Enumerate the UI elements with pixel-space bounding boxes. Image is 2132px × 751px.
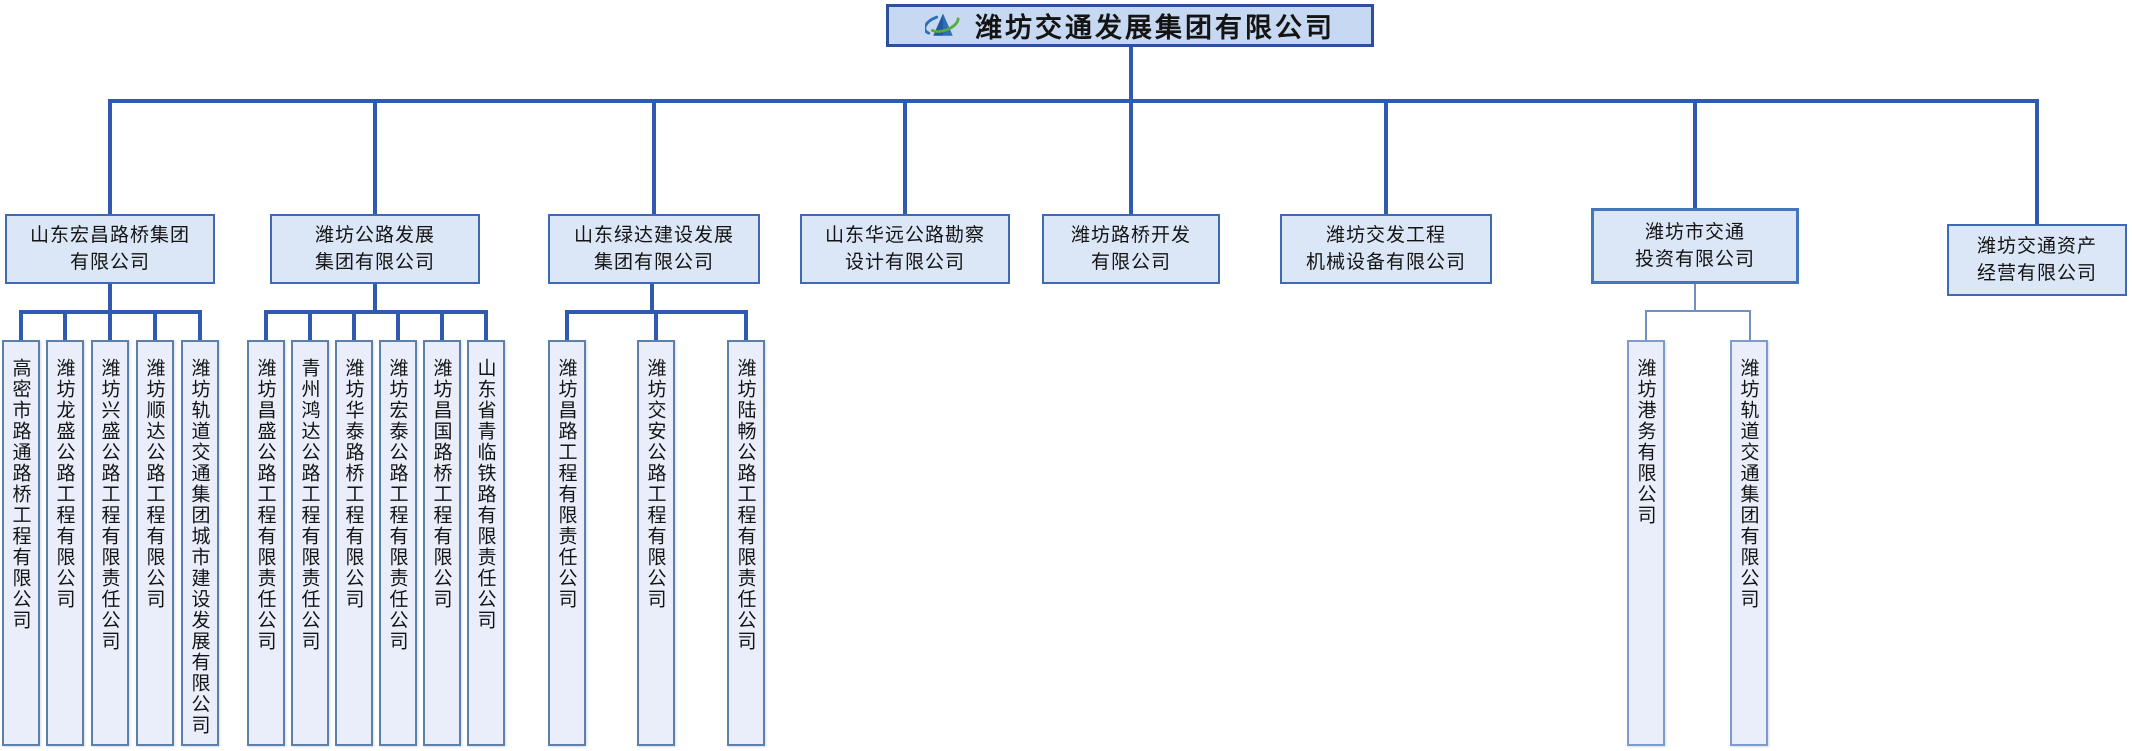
org-node-leaf: 潍坊轨道交通集团有限公司 (1730, 340, 1768, 746)
leaf-company-name: 潍坊昌国路桥工程有限公司 (430, 358, 453, 610)
org-node-leaf: 潍坊港务有限公司 (1627, 340, 1665, 746)
org-node-leaf: 潍坊轨道交通集团城市建设发展有限公司 (181, 340, 219, 746)
company-logo-icon (925, 13, 960, 36)
connector-group7-child (1749, 310, 1751, 340)
connector-group2-child (396, 310, 400, 340)
connector-group1-child (63, 310, 67, 340)
leaf-company-name: 潍坊兴盛公路工程有限责任公司 (98, 358, 121, 652)
org-node-leaf: 潍坊昌国路桥工程有限公司 (423, 340, 461, 746)
leaf-company-name: 潍坊轨道交通集团有限公司 (1737, 358, 1760, 610)
leaf-company-name: 潍坊港务有限公司 (1634, 358, 1657, 526)
subsidiary-name: 山东绿达建设发展 集团有限公司 (573, 224, 734, 273)
org-node-leaf: 潍坊昌路工程有限责任公司 (548, 340, 586, 746)
connector-group1-child (108, 310, 112, 340)
leaf-company-name: 山东省青临铁路有限责任公司 (474, 358, 497, 631)
connector-drop (1129, 99, 1133, 214)
connector-drop (2035, 99, 2039, 224)
org-node-leaf: 潍坊兴盛公路工程有限责任公司 (91, 340, 129, 746)
connector-group2-parent (373, 284, 377, 310)
subsidiary-name: 潍坊交发工程 机械设备有限公司 (1305, 224, 1466, 273)
connector-group2-child (484, 310, 488, 340)
connector-group1-child (153, 310, 157, 340)
connector-drop (652, 99, 656, 214)
connector-group3-child (565, 310, 569, 340)
org-node-leaf: 潍坊陆畅公路工程有限责任公司 (727, 340, 765, 746)
connector-group7-parent (1694, 284, 1696, 310)
root-company-name: 潍坊交通发展集团有限公司 (975, 13, 1335, 44)
connector-drop (1384, 99, 1388, 214)
subsidiary-name: 山东华远公路勘察 设计有限公司 (824, 224, 985, 273)
subsidiary-name: 潍坊交通资产 经营有限公司 (1976, 235, 2097, 284)
leaf-company-name: 青州鸿达公路工程有限责任公司 (298, 358, 321, 652)
connector-drop (373, 99, 377, 214)
connector-group7-horizontal (1645, 310, 1751, 312)
leaf-company-name: 潍坊华泰路桥工程有限公司 (342, 358, 365, 610)
connector-group7-child (1645, 310, 1647, 340)
connector-group3-parent (650, 284, 654, 310)
leaf-company-name: 潍坊陆畅公路工程有限责任公司 (734, 358, 757, 652)
org-node-subsidiary-1: 山东宏昌路桥集团 有限公司 (5, 214, 215, 284)
connector-drop (1693, 99, 1697, 208)
org-node-leaf: 高密市路通路桥工程有限公司 (2, 340, 40, 746)
org-node-subsidiary-6: 潍坊交发工程 机械设备有限公司 (1280, 214, 1492, 284)
connector-group2-horizontal (264, 310, 488, 314)
subsidiary-name: 山东宏昌路桥集团 有限公司 (29, 224, 190, 273)
leaf-company-name: 潍坊宏泰公路工程有限责任公司 (386, 358, 409, 652)
org-node-leaf: 潍坊昌盛公路工程有限责任公司 (247, 340, 285, 746)
leaf-company-name: 潍坊交安公路工程有限公司 (644, 358, 667, 610)
leaf-company-name: 潍坊昌路工程有限责任公司 (555, 358, 578, 610)
connector-trunk (1129, 47, 1133, 99)
org-node-subsidiary-8: 潍坊交通资产 经营有限公司 (1947, 224, 2127, 296)
leaf-company-name: 潍坊顺达公路工程有限公司 (143, 358, 166, 610)
org-node-leaf: 青州鸿达公路工程有限责任公司 (291, 340, 329, 746)
subsidiary-name: 潍坊路桥开发 有限公司 (1070, 224, 1191, 273)
org-node-subsidiary-3: 山东绿达建设发展 集团有限公司 (548, 214, 760, 284)
connector-group1-child (198, 310, 202, 340)
org-node-leaf: 潍坊交安公路工程有限公司 (637, 340, 675, 746)
connector-group2-child (352, 310, 356, 340)
subsidiary-name: 潍坊市交通 投资有限公司 (1634, 221, 1755, 270)
org-node-subsidiary-2: 潍坊公路发展 集团有限公司 (270, 214, 480, 284)
subsidiary-name: 潍坊公路发展 集团有限公司 (314, 224, 435, 273)
org-node-subsidiary-4: 山东华远公路勘察 设计有限公司 (800, 214, 1010, 284)
org-node-subsidiary-5: 潍坊路桥开发 有限公司 (1042, 214, 1220, 284)
org-node-leaf: 潍坊宏泰公路工程有限责任公司 (379, 340, 417, 746)
connector-group1-child (19, 310, 23, 340)
connector-group1-parent (108, 284, 112, 310)
connector-group2-child (440, 310, 444, 340)
org-node-root: 潍坊交通发展集团有限公司 (886, 4, 1374, 47)
org-node-leaf: 潍坊顺达公路工程有限公司 (136, 340, 174, 746)
leaf-company-name: 潍坊轨道交通集团城市建设发展有限公司 (188, 358, 211, 736)
connector-group2-child (264, 310, 268, 340)
connector-main-horizontal (108, 99, 2039, 103)
org-node-leaf: 潍坊龙盛公路工程有限公司 (46, 340, 84, 746)
leaf-company-name: 潍坊龙盛公路工程有限公司 (53, 358, 76, 610)
connector-drop (108, 99, 112, 214)
org-node-subsidiary-7: 潍坊市交通 投资有限公司 (1591, 208, 1799, 284)
org-node-leaf: 山东省青临铁路有限责任公司 (467, 340, 505, 746)
leaf-company-name: 高密市路通路桥工程有限公司 (9, 358, 32, 631)
connector-group3-child (654, 310, 658, 340)
leaf-company-name: 潍坊昌盛公路工程有限责任公司 (254, 358, 277, 652)
org-node-leaf: 潍坊华泰路桥工程有限公司 (335, 340, 373, 746)
connector-group3-child (744, 310, 748, 340)
connector-drop (903, 99, 907, 214)
connector-group2-child (308, 310, 312, 340)
